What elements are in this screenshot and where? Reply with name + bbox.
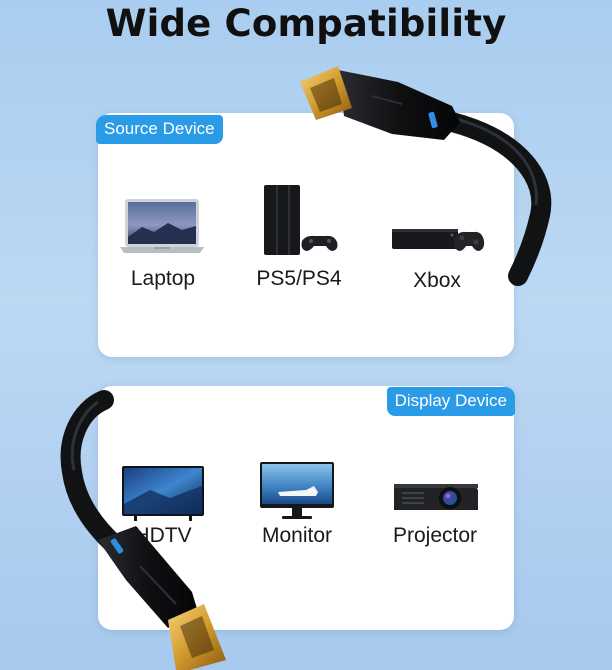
top-gold-plug: [300, 66, 352, 120]
device-label-laptop: Laptop: [130, 267, 196, 290]
device-projector: Projector: [370, 458, 500, 568]
device-hdtv: HDTV: [98, 458, 228, 568]
device-label-hdtv: HDTV: [134, 524, 192, 547]
xbox-console-icon: [392, 229, 485, 251]
source-device-panel: Source Device Laptop: [96, 113, 514, 357]
device-label-xbox: Xbox: [413, 269, 461, 292]
monitor-icon: [260, 462, 334, 519]
laptop-icon: [120, 199, 204, 253]
tv-icon: [122, 466, 204, 521]
device-label-monitor: Monitor: [261, 524, 333, 547]
display-device-tag: Display Device: [386, 387, 515, 416]
device-label-ps5-ps4: PS5/PS4: [256, 267, 342, 290]
device-laptop: Laptop: [98, 191, 228, 301]
display-device-panel: Display Device HDTV: [98, 386, 515, 630]
projector-icon: [394, 484, 478, 510]
device-monitor: Monitor: [232, 458, 362, 568]
source-device-tag: Source Device: [96, 115, 223, 144]
device-ps5-ps4: PS5/PS4: [234, 183, 364, 301]
game-console-icon: [264, 185, 338, 255]
device-label-projector: Projector: [392, 524, 478, 547]
headline: Wide Compatibility: [105, 2, 507, 45]
device-xbox: Xbox: [372, 203, 502, 301]
